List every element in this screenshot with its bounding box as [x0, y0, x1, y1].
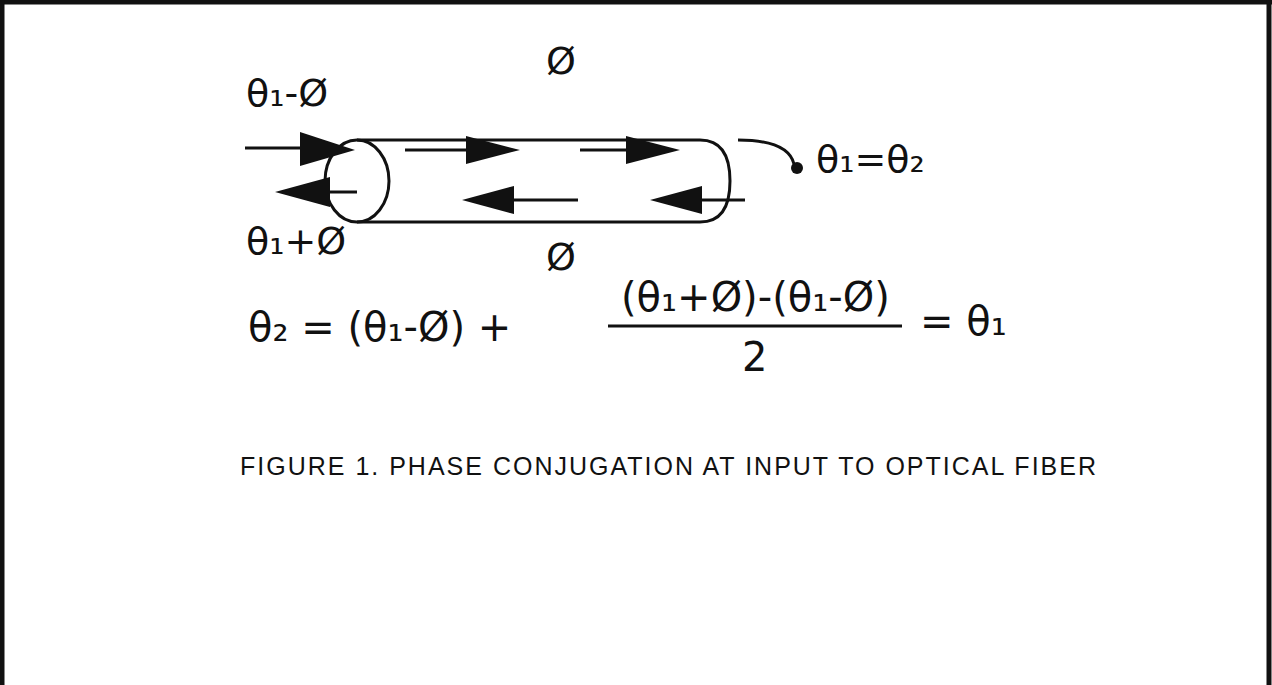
- end-leader: [738, 140, 794, 164]
- fraction-denominator: 2: [742, 334, 767, 380]
- frame-line: [0, 0, 1272, 5]
- phase-shift-label: Ø: [546, 236, 576, 280]
- arrow-head: [300, 132, 355, 166]
- figure-caption: FIGURE 1. PHASE CONJUGATION AT INPUT TO …: [240, 452, 1098, 481]
- fraction-bar: [608, 325, 902, 328]
- arrow-head: [466, 136, 520, 164]
- arrow-head: [650, 186, 702, 214]
- fiber-body: [357, 140, 730, 222]
- phase-shift-label: Ø: [546, 40, 576, 84]
- frame-line: [0, 0, 5, 685]
- end-phase-label: θ₁=θ₂: [816, 138, 925, 182]
- output-phase-label: θ₁+Ø: [246, 220, 346, 264]
- fraction-numerator: (θ₁+Ø)-(θ₁-Ø): [621, 274, 890, 320]
- equation-result: = θ₁: [920, 298, 1007, 344]
- arrow-head: [462, 186, 514, 214]
- equation-text: θ₂ = (θ₁-Ø) +: [248, 304, 511, 350]
- arrow-head: [275, 177, 330, 207]
- input-arrow-line: [245, 147, 305, 150]
- backward-arrow-line: [510, 199, 578, 202]
- backward-arrow-line: [698, 199, 745, 202]
- arrow-head: [626, 136, 680, 164]
- forward-arrow-line: [580, 149, 630, 152]
- end-dot: [791, 162, 803, 174]
- input-phase-label: θ₁-Ø: [246, 72, 328, 116]
- frame-line: [1267, 0, 1272, 685]
- forward-arrow-line: [405, 149, 470, 152]
